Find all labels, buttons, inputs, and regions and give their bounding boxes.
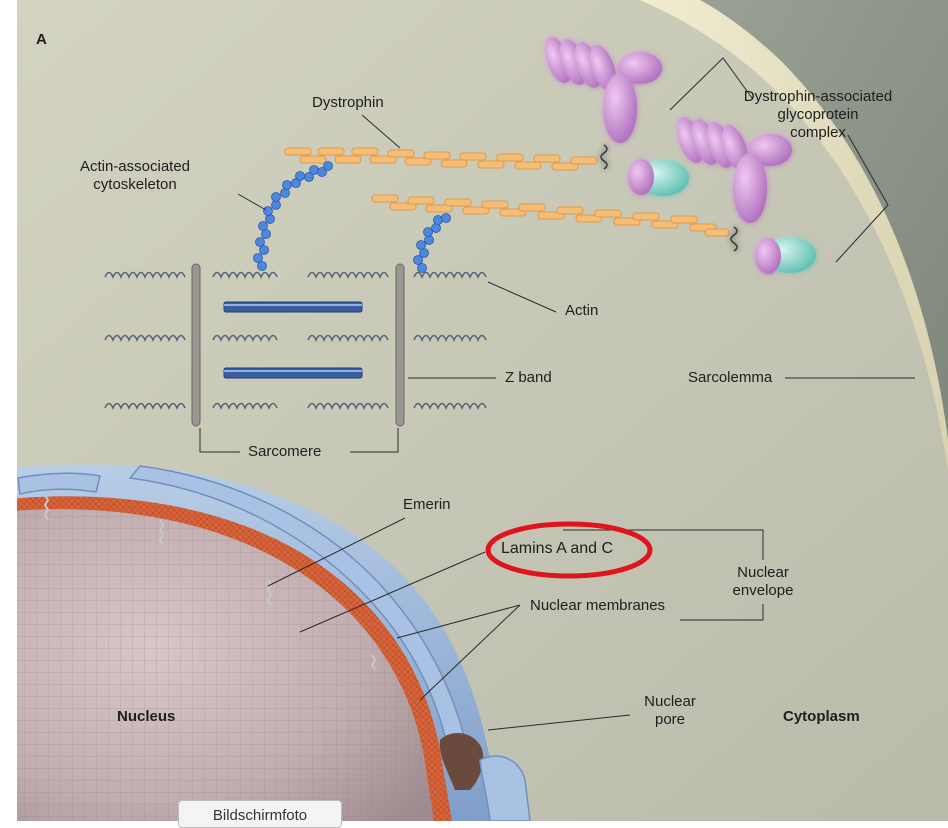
label-actin: Actin (565, 302, 598, 320)
label-nuclear-envelope-line1: Nuclear (718, 564, 808, 582)
label-dystrophin: Dystrophin (312, 94, 384, 112)
label-nucleus: Nucleus (117, 708, 175, 726)
label-dgc-line2: glycoprotein (728, 106, 908, 124)
label-dgc-line1: Dystrophin-associated (728, 88, 908, 106)
label-nuclear-pore-line1: Nuclear (630, 693, 710, 711)
label-sarcomere: Sarcomere (248, 443, 321, 461)
label-lamins-a-and-c: Lamins A and C (501, 540, 613, 558)
label-sarcolemma: Sarcolemma (688, 369, 772, 387)
label-actin-cyto-line1: Actin-associated (60, 158, 210, 176)
label-nuclear-membranes: Nuclear membranes (530, 597, 665, 615)
label-dgc: Dystrophin-associated glycoprotein compl… (728, 88, 908, 142)
label-dgc-line3: complex (728, 124, 908, 142)
panel-letter: A (36, 31, 47, 49)
screenshot-tooltip: Bildschirmfoto (178, 800, 342, 828)
label-z-band: Z band (505, 369, 552, 387)
label-emerin: Emerin (403, 496, 451, 514)
label-actin-cytoskeleton: Actin-associated cytoskeleton (60, 158, 210, 194)
label-actin-cyto-line2: cytoskeleton (60, 176, 210, 194)
label-nuclear-pore: Nuclear pore (630, 693, 710, 729)
label-nuclear-envelope: Nuclear envelope (718, 564, 808, 600)
label-nuclear-envelope-line2: envelope (718, 582, 808, 600)
label-cytoplasm: Cytoplasm (783, 708, 860, 726)
left-frame (0, 0, 17, 821)
label-nuclear-pore-line2: pore (630, 711, 710, 729)
